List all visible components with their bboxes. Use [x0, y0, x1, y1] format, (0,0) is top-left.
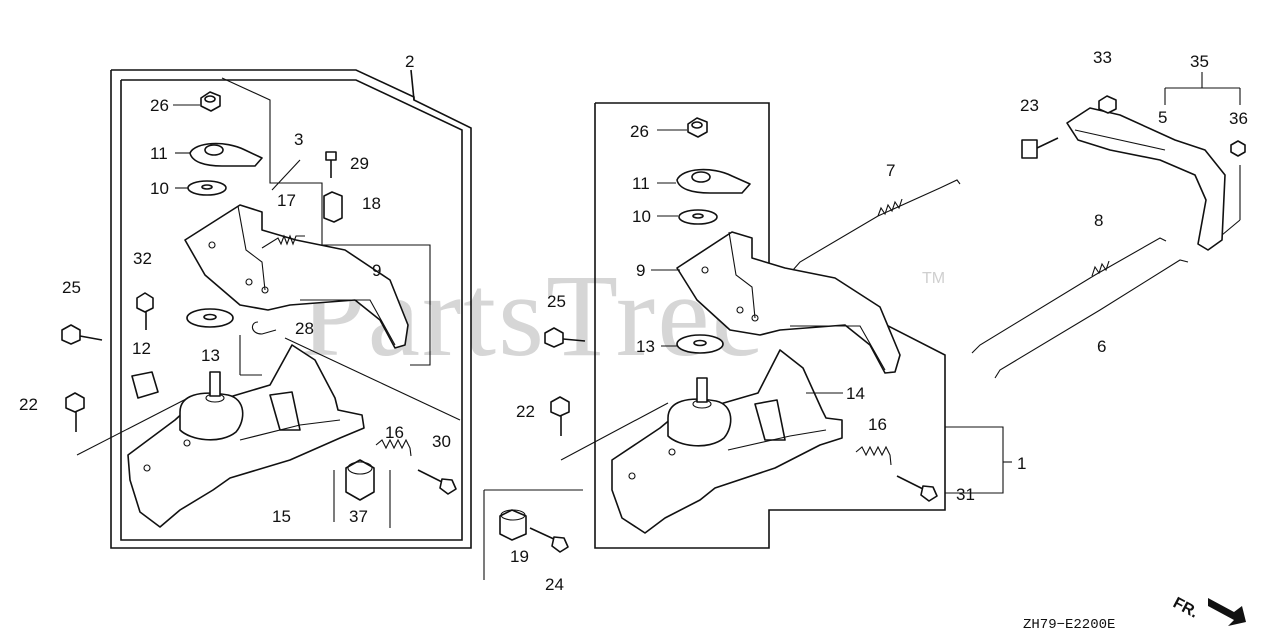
callout-19: 19 — [510, 547, 529, 566]
callout-25-center: 25 — [547, 292, 566, 311]
callout-5: 5 — [1158, 108, 1167, 127]
callout-11-center: 11 — [632, 174, 650, 193]
callout-29: 29 — [350, 154, 369, 173]
rods-and-lever — [792, 72, 1246, 379]
front-direction-arrow — [1208, 598, 1246, 626]
callout-26-center: 26 — [630, 122, 649, 141]
callout-11-left: 11 — [150, 144, 168, 163]
callout-12: 12 — [132, 339, 151, 358]
callout-33: 33 — [1093, 48, 1112, 67]
front-direction-label: FR. — [1170, 595, 1201, 622]
callout-25-left: 25 — [62, 278, 81, 297]
callout-28: 28 — [295, 319, 314, 338]
callout-18: 18 — [362, 194, 381, 213]
callout-17: 17 — [277, 191, 296, 210]
diagram-code: ZH79−E2200E — [1023, 617, 1115, 633]
callout-15: 15 — [272, 507, 291, 526]
callout-37: 37 — [349, 507, 368, 526]
callout-36: 36 — [1229, 109, 1248, 128]
callout-24: 24 — [545, 575, 564, 594]
callout-8: 8 — [1094, 211, 1103, 230]
center-control-base-assembly — [483, 102, 1012, 580]
callout-10-left: 10 — [150, 179, 169, 198]
callout-13-left: 13 — [201, 346, 220, 365]
callout-16-left: 16 — [385, 423, 404, 442]
left-control-base-assembly — [61, 69, 472, 549]
callout-30: 30 — [432, 432, 451, 451]
callout-22-center: 22 — [516, 402, 535, 421]
callout-23: 23 — [1020, 96, 1039, 115]
callout-3: 3 — [294, 130, 303, 149]
callout-16-center: 16 — [868, 415, 887, 434]
watermark-trademark: TM — [922, 270, 945, 287]
callout-9-center: 9 — [636, 261, 645, 280]
callout-6: 6 — [1097, 337, 1106, 356]
callout-2: 2 — [405, 52, 414, 71]
callout-7: 7 — [886, 161, 895, 180]
callout-22-left: 22 — [19, 395, 38, 414]
callout-31: 31 — [956, 485, 975, 504]
callout-26-left: 26 — [150, 96, 169, 115]
callout-32: 32 — [133, 249, 152, 268]
callout-labels: 2 26 3 11 29 10 17 18 32 9 25 28 12 13 2… — [19, 48, 1248, 594]
callout-14: 14 — [846, 384, 865, 403]
callout-9-left: 9 — [372, 261, 381, 280]
callout-13-center: 13 — [636, 337, 655, 356]
callout-10-center: 10 — [632, 207, 651, 226]
callout-35: 35 — [1190, 52, 1209, 71]
callout-leaders — [173, 104, 843, 394]
callout-1: 1 — [1017, 454, 1026, 473]
